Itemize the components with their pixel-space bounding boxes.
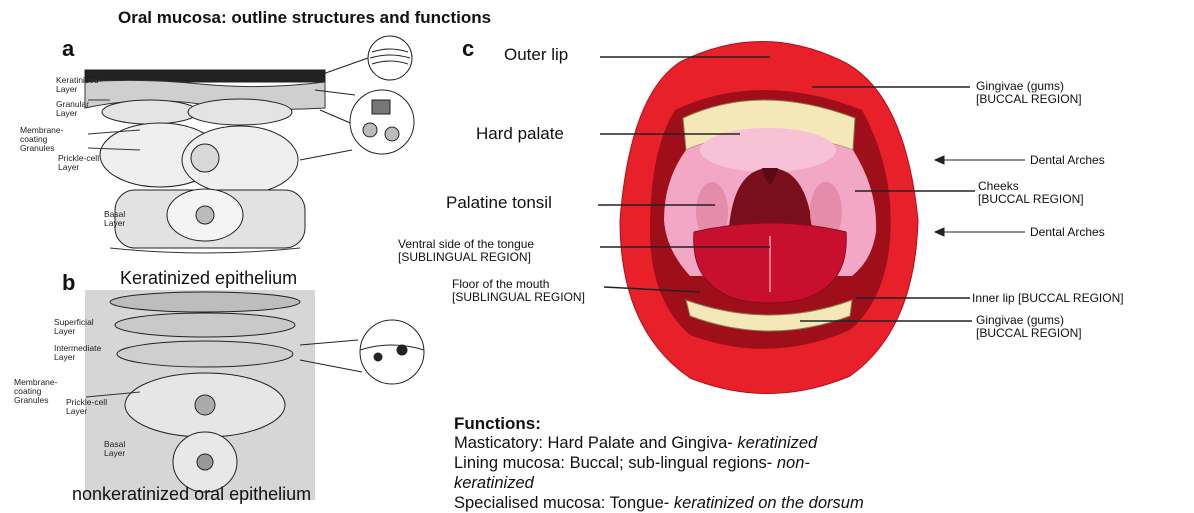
basal-nucleus xyxy=(196,206,214,224)
label-hard-palate: Hard palate xyxy=(476,124,564,144)
label-palatine-tonsil: Palatine tonsil xyxy=(446,193,552,213)
granular-cell-2 xyxy=(188,99,292,125)
functions-heading: Functions: xyxy=(454,414,541,434)
superficial-cell-2 xyxy=(115,313,295,337)
panel-b-letter: b xyxy=(62,270,75,296)
label-ventral-tongue: Ventral side of the tongue [SUBLINGUAL R… xyxy=(398,238,534,264)
panel-b-epithelium xyxy=(85,290,315,500)
label-gingivae-top: Gingivae (gums) [BUCCAL REGION] xyxy=(976,80,1082,106)
zoom-circle-keratin xyxy=(368,36,412,80)
label-cheeks: Cheeks [BUCCAL REGION] xyxy=(978,180,1084,206)
mouth-illustration xyxy=(620,41,918,393)
panel-c-letter: c xyxy=(462,36,474,62)
caption-nonkeratinized: nonkeratinized oral epithelium xyxy=(72,484,311,505)
function-line-lining-cont: keratinized xyxy=(454,473,864,493)
label-outer-lip: Outer lip xyxy=(504,45,568,65)
intermediate-cell xyxy=(117,341,293,367)
function-line-specialised: Specialised mucosa: Tongue- keratinized … xyxy=(454,493,864,513)
label-dental-arches-2: Dental Arches xyxy=(1030,226,1105,239)
function-line-lining: Lining mucosa: Buccal; sub-lingual regio… xyxy=(454,453,864,473)
label-inner-lip: Inner lip [BUCCAL REGION] xyxy=(972,292,1124,305)
zoom-circle-b xyxy=(360,320,424,384)
granular-cell-1 xyxy=(102,100,198,124)
label-gingivae-bottom: Gingivae (gums) [BUCCAL REGION] xyxy=(976,314,1082,340)
nucleus-1 xyxy=(191,144,219,172)
label-floor-of-mouth: Floor of the mouth [SUBLINGUAL REGION] xyxy=(452,278,585,304)
panel-b-zoom xyxy=(300,320,424,384)
superficial-cell-1 xyxy=(110,292,300,312)
functions-list: Masticatory: Hard Palate and Gingiva- ke… xyxy=(454,433,864,513)
basement-membrane xyxy=(110,248,300,253)
label-dental-arches-1: Dental Arches xyxy=(1030,154,1105,167)
function-line-masticatory: Masticatory: Hard Palate and Gingiva- ke… xyxy=(454,433,864,453)
caption-keratinized: Keratinized epithelium xyxy=(120,268,297,289)
